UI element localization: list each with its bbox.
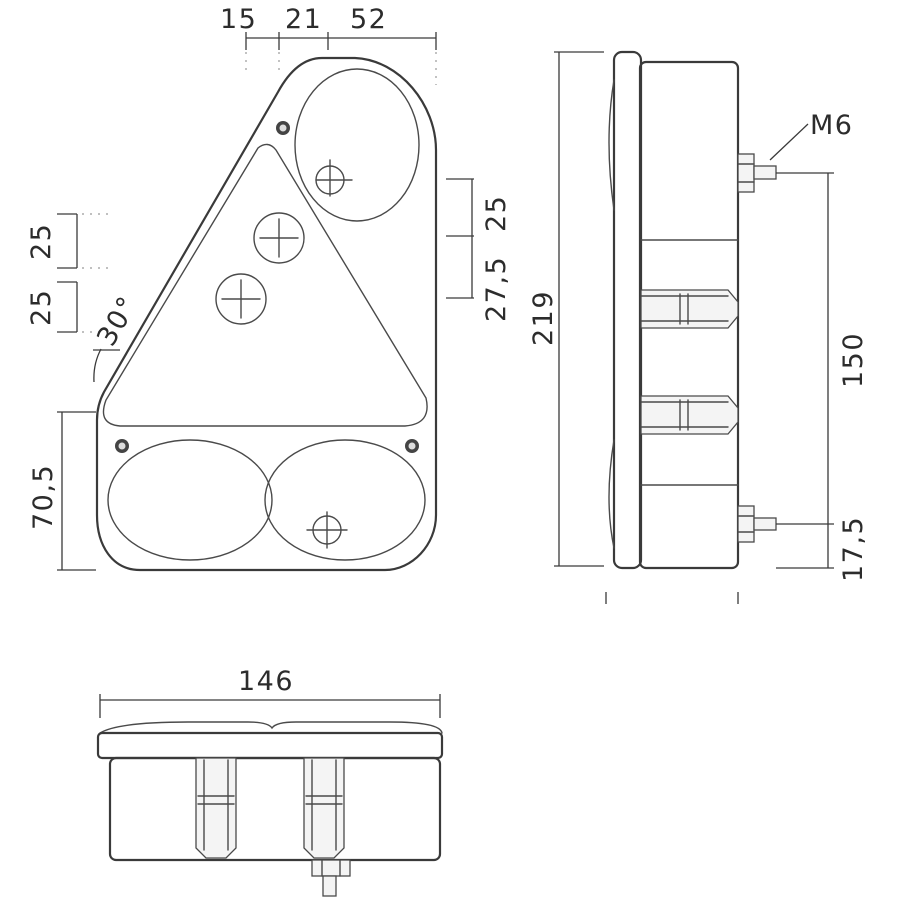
dim-top-widths xyxy=(245,32,437,85)
bottom-body xyxy=(108,756,442,862)
dim-label-25-right: 25 xyxy=(481,195,512,232)
bottom-right-lens xyxy=(264,439,426,561)
front-view: 15 21 52 25 25 30° 70,5 xyxy=(26,4,512,572)
angle-label: 30° xyxy=(91,291,144,352)
dim-left-stack xyxy=(57,213,108,333)
bottom-frame xyxy=(96,731,444,760)
dim-150-17-5 xyxy=(776,172,834,569)
thread-leader xyxy=(769,123,809,161)
dim-label-15: 15 xyxy=(220,4,257,35)
dim-70-5 xyxy=(57,411,96,571)
dim-219 xyxy=(554,51,604,567)
dim-label-17-5: 17,5 xyxy=(838,516,869,582)
reflector-dot-lower xyxy=(215,273,267,325)
reflector-dot-upper xyxy=(253,212,305,264)
lens-bulb-marker-bottom xyxy=(306,511,348,549)
stud-lower xyxy=(737,505,777,543)
dim-146 xyxy=(99,694,441,718)
screw-bottom-right xyxy=(405,439,419,453)
dim-label-52: 52 xyxy=(350,4,387,35)
bottom-stud xyxy=(311,859,351,897)
dim-right-stack xyxy=(446,178,474,299)
screw-top xyxy=(276,121,290,135)
dim-label-27-5: 27,5 xyxy=(481,256,512,322)
stud-upper xyxy=(737,153,777,193)
angle-indicator xyxy=(93,348,120,383)
side-lens-bottom xyxy=(608,439,615,549)
bottom-left-lens xyxy=(107,439,273,561)
bottom-mount-left xyxy=(195,757,237,859)
thread-label: M6 xyxy=(810,110,853,141)
reflector-triangle xyxy=(102,143,428,427)
side-lens-top xyxy=(608,79,615,211)
dim-label-219: 219 xyxy=(528,290,559,346)
dim-label-21: 21 xyxy=(285,4,322,35)
dim-label-150: 150 xyxy=(838,332,869,388)
bottom-view: 146 xyxy=(96,666,444,897)
side-mount-lower xyxy=(640,395,739,435)
side-frame xyxy=(612,50,643,570)
screw-bottom-left xyxy=(115,439,129,453)
top-lens xyxy=(294,68,420,222)
dim-label-146: 146 xyxy=(238,666,294,697)
side-view: 219 M6 150 17,5 xyxy=(528,50,869,604)
lens-bulb-marker xyxy=(315,159,353,197)
dim-label-25-lower: 25 xyxy=(26,289,57,326)
housing-outline xyxy=(95,56,438,572)
dim-label-25-upper: 25 xyxy=(26,223,57,260)
bottom-lens-dome xyxy=(99,721,443,734)
side-mount-upper xyxy=(640,289,739,329)
side-width-ticks xyxy=(605,592,739,604)
dim-label-70-5: 70,5 xyxy=(28,464,59,530)
bottom-mount-right xyxy=(303,757,345,859)
